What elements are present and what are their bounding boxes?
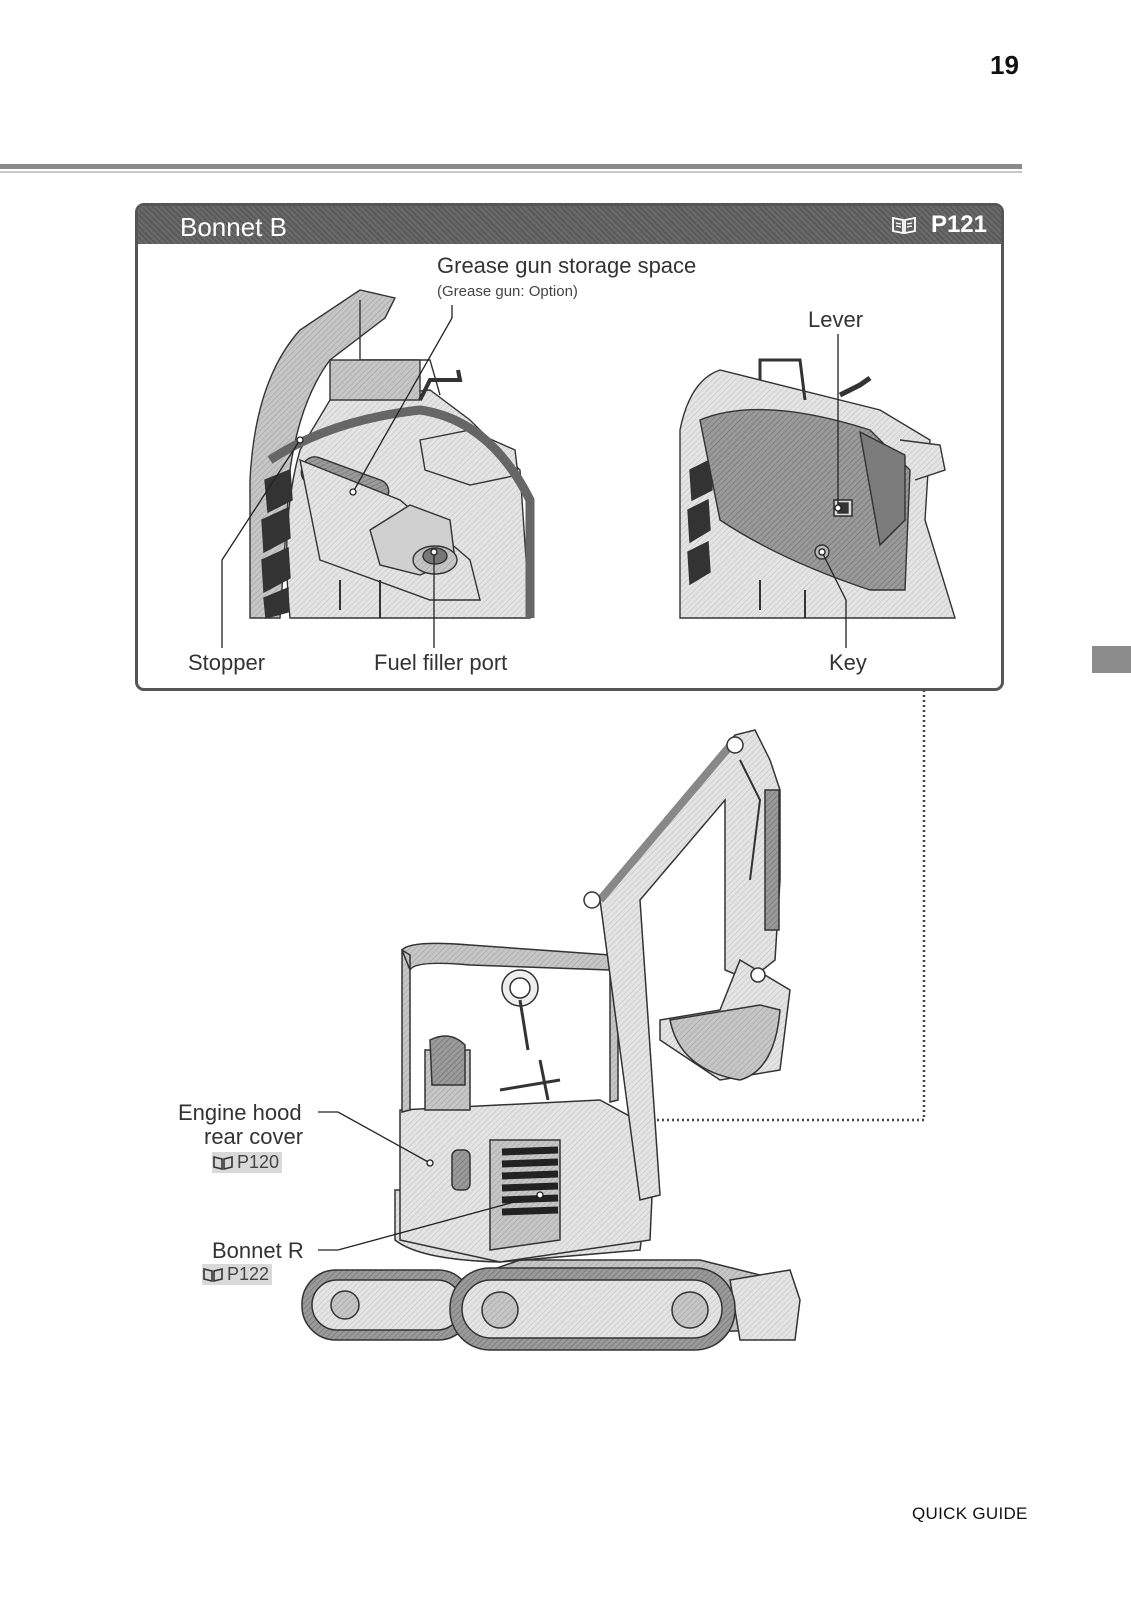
engine-hood-label-line1: Engine hood bbox=[178, 1100, 302, 1125]
bonnet-b-header: Bonnet B P121 bbox=[138, 206, 1001, 244]
engine-hood-label-line2: rear cover bbox=[204, 1124, 304, 1149]
lever-label: Lever bbox=[808, 307, 864, 332]
footer-section-title: QUICK GUIDE bbox=[912, 1504, 1028, 1523]
key-label: Key bbox=[829, 650, 867, 675]
machine-callout-lines bbox=[318, 1111, 544, 1251]
section-tab bbox=[1092, 646, 1131, 673]
book-icon bbox=[892, 216, 916, 235]
grease-gun-note: (Grease gun: Option) bbox=[437, 283, 578, 300]
bonnet-r-page-ref-text: P122 bbox=[227, 1264, 270, 1284]
excavator-illustration bbox=[301, 729, 801, 1351]
header-rule bbox=[0, 164, 1022, 169]
fuel-filler-label: Fuel filler port bbox=[374, 650, 508, 675]
bonnet-r-label: Bonnet R bbox=[212, 1238, 304, 1263]
header-rule-thin bbox=[0, 171, 1022, 173]
book-icon bbox=[203, 1267, 223, 1282]
bonnet-b-title: Bonnet B bbox=[180, 212, 287, 242]
bonnet-callout-lines bbox=[221, 305, 847, 648]
bonnet-r-page-ref[interactable]: P122 bbox=[202, 1264, 273, 1285]
closed-bonnet-illustration bbox=[679, 358, 956, 619]
grease-gun-label: Grease gun storage space bbox=[437, 253, 697, 278]
bonnet-b-panel: Bonnet B P121 bbox=[135, 203, 1004, 691]
engine-hood-page-ref-text: P120 bbox=[237, 1152, 280, 1172]
page-number: 19 bbox=[990, 50, 1019, 80]
open-bonnet-illustration bbox=[249, 289, 535, 619]
bonnet-b-page-ref[interactable]: P121 bbox=[930, 211, 987, 238]
dotted-connector bbox=[598, 690, 926, 1122]
stopper-label: Stopper bbox=[188, 650, 266, 675]
engine-hood-page-ref[interactable]: P120 bbox=[212, 1152, 283, 1173]
book-icon bbox=[213, 1155, 233, 1170]
